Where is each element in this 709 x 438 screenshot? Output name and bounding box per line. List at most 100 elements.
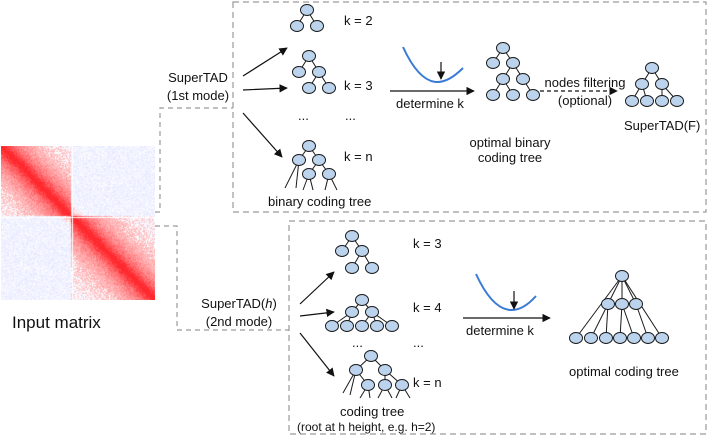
coding-trees [284, 4, 684, 399]
tree-node [370, 320, 384, 332]
mode2-name: SuperTAD(h) [197, 296, 281, 311]
mode2-connector [155, 225, 289, 331]
tree-node [310, 20, 324, 32]
tree-mode1-filtered [625, 62, 684, 107]
tree-mode2-kn [342, 350, 411, 399]
mode2-ellipsis-2: ... [413, 335, 424, 350]
mode2-box [288, 220, 707, 435]
mode1-connector [155, 107, 233, 213]
tree-node [385, 320, 399, 332]
tree-mode2-k3 [335, 230, 379, 274]
tree-mode1-kn [284, 140, 338, 191]
mode2-name-suffix: ) [272, 296, 277, 311]
tree-node [526, 89, 540, 101]
tree-node [345, 306, 359, 318]
mode1-tree-caption: binary coding tree [268, 194, 372, 209]
mode2-name-param: h [265, 296, 273, 311]
tree-node [322, 82, 336, 94]
tree-mode2-k4 [325, 294, 399, 332]
mode1-k-label-1: k = 2 [344, 13, 373, 28]
mode1-filter-line2: (optional) [557, 93, 613, 108]
tree-node [584, 332, 598, 344]
tree-node [355, 320, 369, 332]
mode1-result: SuperTAD(F) [624, 118, 701, 133]
tree-node [365, 262, 379, 274]
tree-node [302, 50, 316, 62]
mode1-determine-label: determine k [396, 96, 464, 111]
tree-node [655, 95, 669, 107]
tree-node [486, 57, 500, 69]
tree-node [599, 332, 613, 344]
tree-node [670, 95, 684, 107]
mode1-optimal-line1: optimal binary [469, 135, 551, 150]
mode2-root-note: (root at h height, e.g. h=2) [297, 420, 436, 434]
mode2-mode: (2nd mode) [205, 314, 273, 329]
tree-node [322, 168, 336, 180]
tree-node [345, 230, 359, 242]
tree-node [395, 379, 409, 391]
tree-node [655, 78, 669, 90]
tree-node [625, 95, 639, 107]
input-matrix-heatmap [1, 146, 155, 300]
tree-node [641, 332, 655, 344]
tree-node [300, 4, 314, 16]
tree-mode1-optimal [486, 42, 540, 101]
tree-node [335, 245, 349, 257]
mode1-k-label-3: k = n [344, 149, 373, 164]
tree-node [627, 332, 641, 344]
mode1-box [232, 1, 707, 213]
mode2-optimal-label: optimal coding tree [569, 364, 679, 379]
tree-edge [590, 303, 609, 339]
tree-node [365, 306, 379, 318]
tree-node [645, 62, 659, 74]
tree-node [361, 379, 375, 391]
tree-node [635, 78, 649, 90]
mode2-arrow-kn [299, 332, 335, 377]
tree-node [364, 350, 378, 362]
mode2-name-prefix: SuperTAD( [201, 296, 266, 311]
mode1-entropy-curve [402, 46, 464, 84]
tree-node [312, 66, 326, 78]
tree-node [601, 298, 615, 310]
mode2-k-label-2: k = 4 [413, 300, 442, 315]
tree-node [496, 73, 510, 85]
tree-node [355, 245, 369, 257]
mode1-optimal-line2: coding tree [477, 150, 543, 165]
mode2-k-label-3: k = n [413, 375, 442, 390]
tree-node [516, 73, 530, 85]
tree-node [292, 154, 306, 166]
mode1-k-label-2: k = 3 [344, 78, 373, 93]
tree-node [615, 298, 629, 310]
tree-node [378, 364, 392, 376]
tree-node [302, 82, 316, 94]
tree-node [302, 168, 316, 180]
mode1-ellipsis: ... [298, 108, 309, 123]
mode2-arrow-k4 [299, 308, 335, 318]
tree-node [613, 332, 627, 344]
tree-mode2-optimal [569, 270, 669, 344]
mode1-arrow-kn [242, 112, 283, 158]
tree-node [640, 95, 654, 107]
mode1-arrow-k2 [242, 47, 288, 77]
tree-node [349, 364, 363, 376]
mode2-ellipsis: ... [352, 335, 363, 350]
tree-node [355, 294, 369, 306]
mode1-mode: (1st mode) [166, 88, 230, 103]
tree-node [569, 332, 583, 344]
tree-node [506, 57, 520, 69]
tree-node [292, 66, 306, 78]
tree-edge [575, 275, 623, 339]
mode2-arrow-k3 [299, 271, 335, 305]
tree-node [629, 298, 643, 310]
tree-node [312, 154, 326, 166]
tree-node [340, 320, 354, 332]
tree-node [486, 89, 500, 101]
mode1-filter-line1: nodes filtering [544, 75, 626, 90]
tree-node [378, 379, 392, 391]
tree-node [506, 89, 520, 101]
tree-node [290, 20, 304, 32]
tree-node [615, 270, 629, 282]
mode1-arrow-k3 [242, 84, 288, 93]
mode1-name: SuperTAD [168, 70, 228, 85]
